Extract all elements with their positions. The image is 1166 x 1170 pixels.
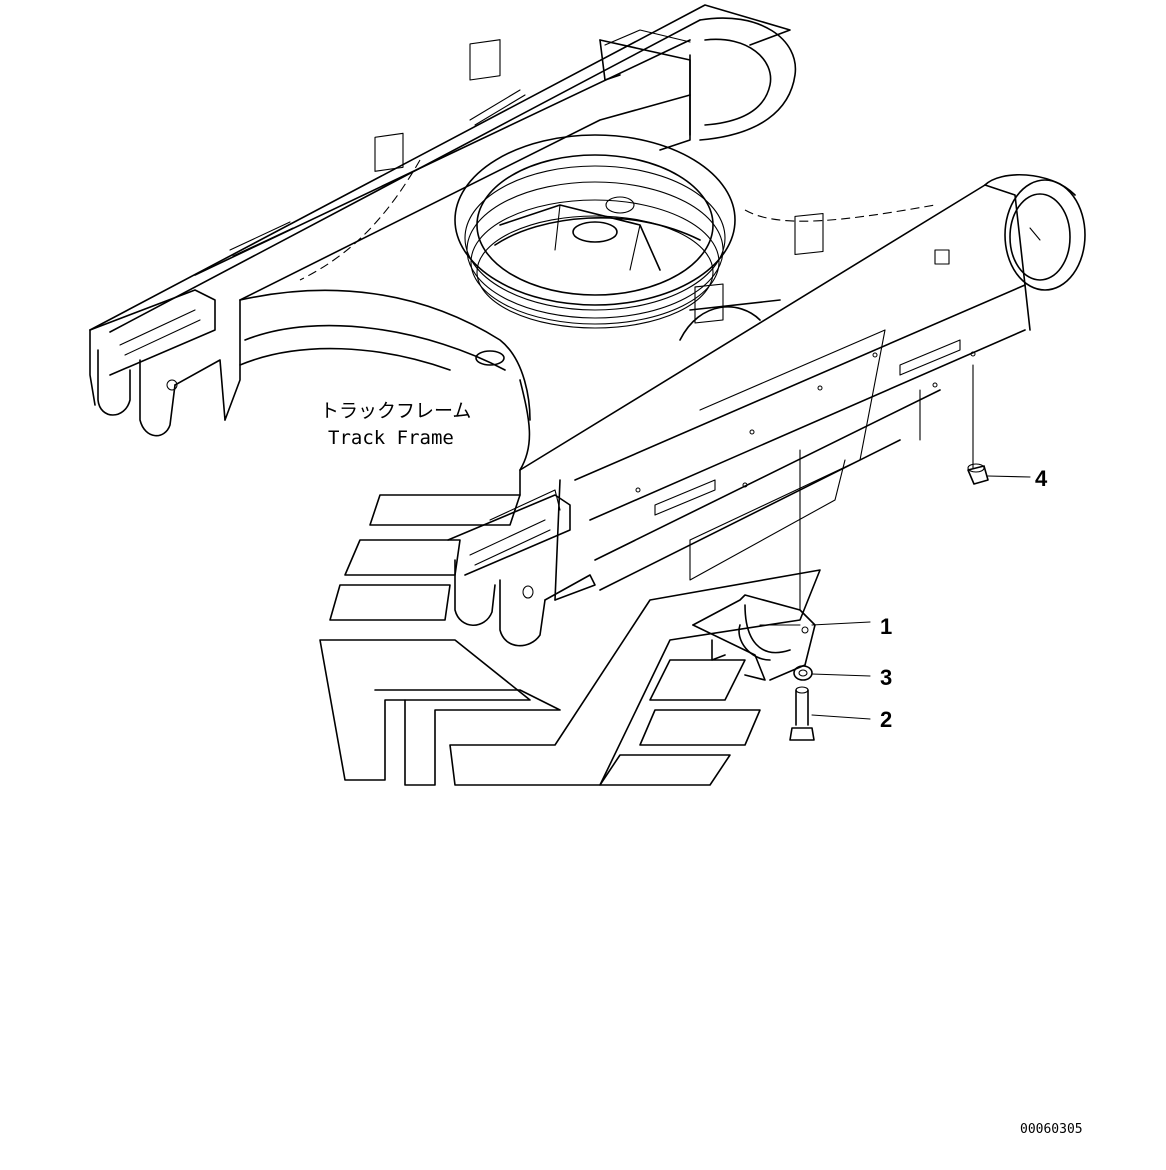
track-frame-label-en: Track Frame [328,427,454,449]
track-frame-assembly: トラックフレーム Track Frame [89,4,1086,647]
callout-numbers: 1 2 3 4 [880,466,1048,732]
plug-cap-part [967,463,989,485]
callout-4: 4 [1035,466,1048,491]
track-frame-label-jp: トラックフレーム [320,400,471,422]
drawing-code: 00060305 [1020,1122,1083,1137]
guard-plate-outline [689,329,921,611]
far-frame-front-end [89,289,226,437]
guard-bracket-part [692,594,816,681]
near-frame-front-end [447,489,596,647]
washer-part [793,665,813,681]
front-direction-symbol [319,494,821,786]
track-frame-label: トラックフレーム Track Frame [320,400,471,449]
far-side-frame [89,4,797,421]
callout-1: 1 [880,614,892,639]
near-rear-hub [984,173,1086,291]
center-body [239,159,936,471]
callout-2: 2 [880,707,892,732]
near-side-frame [519,184,1031,601]
callout-3: 3 [880,665,892,690]
swing-circle [454,134,736,329]
leader-lines [811,364,1031,720]
bolt-part [789,686,815,741]
